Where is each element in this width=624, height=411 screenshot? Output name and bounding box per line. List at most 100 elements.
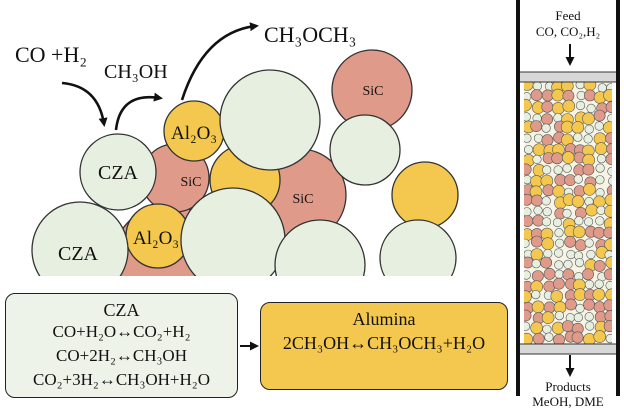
reactor-pellet: [583, 298, 595, 311]
reactor-pellet: [572, 225, 586, 239]
feed-arrow: [61, 81, 108, 127]
reactor-pellet: [551, 321, 565, 335]
reactor-pellet: [560, 120, 574, 134]
reactor-pellet: [584, 279, 595, 290]
methanol-label: CH₃OH: [104, 61, 168, 83]
reactor-pellet: [571, 331, 584, 344]
reactor-pellet: [524, 145, 534, 155]
reactor-pellet: [562, 208, 572, 218]
cza-particle: [180, 187, 286, 276]
cza-particle: [379, 219, 457, 276]
reactor-pellet: [586, 103, 596, 113]
reactor-pellet: [606, 184, 612, 197]
reactor-pellet: [544, 332, 554, 342]
reactor-pellet: [543, 301, 556, 314]
reactor-pellet: [553, 277, 565, 290]
reactor-pellet: [605, 256, 612, 269]
reactor-pellet: [530, 248, 544, 261]
reactor-pellet: [524, 112, 531, 122]
reactor-pellet: [541, 113, 553, 126]
cza-label: CZA: [58, 243, 99, 265]
reactor-pellet: [574, 239, 587, 252]
reactor-pellet: [550, 290, 564, 303]
reactor-pellet: [604, 310, 612, 323]
reactor-pellet: [583, 134, 593, 144]
reactor-pellet: [554, 238, 565, 248]
reactor-pellet: [530, 321, 543, 335]
reactor-pellet: [553, 334, 565, 344]
reactor-pellet: [524, 238, 530, 248]
reactor-pellet: [593, 301, 606, 314]
reactor-pellet: [524, 215, 534, 227]
reactor-pellet: [593, 330, 607, 343]
reactor-pellet: [530, 235, 543, 248]
reactor-pellet: [553, 248, 564, 258]
reactor-pellet: [564, 235, 576, 248]
reactor-pellet: [585, 321, 595, 331]
reactor-pellet: [532, 332, 545, 344]
reactor-pellet: [605, 288, 612, 302]
reactor-pellet: [566, 249, 576, 260]
reactor-pellet: [603, 268, 612, 281]
dme-label: CH₃OCH₃: [264, 22, 356, 47]
reactor-pellet: [605, 153, 612, 165]
reactor-pellet: [605, 280, 612, 291]
reactor-pellet: [554, 174, 567, 186]
reactor-pellet: [530, 89, 543, 102]
reactor-pellet: [531, 290, 541, 300]
reactor-products-species: MeOH, DME: [532, 394, 604, 409]
reactor-pellet: [573, 288, 587, 301]
reactor-pellet: [571, 121, 585, 134]
reactor-pellet: [531, 270, 544, 282]
cza-label: CZA: [98, 162, 139, 184]
reactor-pellet: [604, 204, 612, 218]
reactor-pellet: [531, 194, 543, 207]
reactor-pellet: [593, 226, 605, 239]
reactor-pellet: [541, 100, 554, 113]
reactor-pellet: [541, 123, 551, 133]
reactor-pellet: [563, 259, 573, 270]
cza-box-title: CZA: [103, 300, 140, 320]
alumina-label: Al₂O₃: [171, 123, 217, 144]
reactor-feed-species: CO, CO₂,H₂: [536, 24, 600, 39]
reactor-pellet: [533, 133, 544, 143]
reactor-pellet: [573, 132, 583, 142]
reactor-pellet: [595, 175, 605, 185]
reactor-pellet: [552, 217, 563, 228]
reactor-pellet: [554, 311, 565, 321]
reactor-pellet: [603, 226, 612, 239]
reactor-pellet: [605, 101, 612, 114]
reactor-pellet: [524, 332, 533, 344]
alumina-reaction-box: Alumina 2CH₃OH↔CH₃OCH₃+H₂O: [260, 302, 508, 390]
reactor-pellet: [562, 99, 576, 113]
reactor-pellet: [541, 237, 555, 250]
reactor-pellet: [561, 151, 575, 164]
reactor-pellet: [524, 133, 532, 143]
reactor-pellet: [607, 113, 612, 123]
reactor-pellet: [584, 312, 594, 322]
reactor-pellet: [608, 176, 612, 186]
reactor-pellet: [551, 88, 565, 102]
reactor-pellet: [583, 183, 596, 196]
reactor-pellet: [524, 290, 532, 303]
reactor-pellet: [532, 82, 542, 91]
reactor-pellet: [606, 143, 612, 155]
reactor-pellet: [543, 267, 556, 280]
reactor-pellet: [603, 299, 612, 312]
reactor-pellet: [573, 312, 583, 323]
reactor-pellet: [554, 260, 564, 270]
cza-reaction: CO+H₂O↔CO₂+H₂: [52, 322, 191, 341]
reactor-pellet: [551, 102, 565, 115]
reactor-pellet: [524, 321, 531, 331]
reactor-pellet: [541, 134, 554, 147]
reactor-pellet: [524, 193, 533, 206]
reactor-pellet: [531, 300, 545, 314]
reactor-pellet: [552, 185, 566, 198]
methanol-arrow: [114, 92, 163, 131]
reactor-pellet: [524, 207, 532, 217]
reactor-pellet: [565, 298, 577, 311]
reactor-pellet: [605, 132, 612, 145]
reactor-pellet: [582, 112, 595, 125]
reactor-feed-title: Feed: [555, 8, 581, 23]
